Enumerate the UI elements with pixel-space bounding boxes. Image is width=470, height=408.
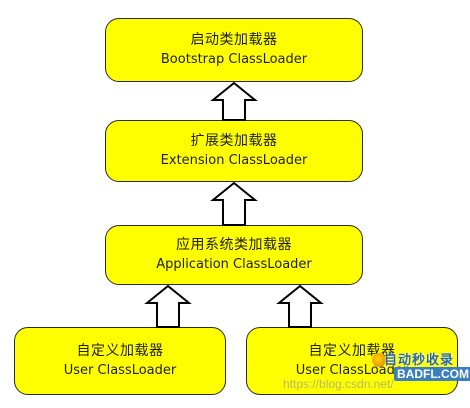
bootstrap-classloader-box: 启动类加载器 Bootstrap ClassLoader xyxy=(105,18,363,82)
application-classloader-zh-label: 应用系统类加载器 xyxy=(176,237,292,254)
user-classloader-left-box: 自定义加载器 User ClassLoader xyxy=(14,327,226,395)
arrow-user-left-to-application xyxy=(144,284,192,328)
extension-classloader-en-label: Extension ClassLoader xyxy=(160,152,308,168)
arrow-user-right-to-application xyxy=(276,284,324,328)
bootstrap-classloader-en-label: Bootstrap ClassLoader xyxy=(160,51,308,67)
user-classloader-left-zh-label: 自定义加载器 xyxy=(76,343,164,360)
arrow-application-to-extension xyxy=(210,181,258,226)
arrow-extension-to-bootstrap xyxy=(210,81,258,121)
bootstrap-classloader-zh-label: 启动类加载器 xyxy=(190,32,278,49)
application-classloader-box: 应用系统类加载器 Application ClassLoader xyxy=(105,225,363,285)
watermark-logo-en: BADFL.COM xyxy=(394,367,470,381)
user-classloader-left-en-label: User ClassLoader xyxy=(63,362,177,378)
logo-mark-icon xyxy=(372,353,386,367)
watermark-logo-zh: 自动秒收录 xyxy=(384,353,455,368)
extension-classloader-box: 扩展类加载器 Extension ClassLoader xyxy=(105,120,363,182)
application-classloader-en-label: Application ClassLoader xyxy=(156,256,312,272)
watermark-logo: 自动秒收录 BADFL.COM xyxy=(372,345,470,393)
user-classloader-right-box: 自定义加载器 User ClassLoader xyxy=(246,327,458,395)
extension-classloader-zh-label: 扩展类加载器 xyxy=(190,133,278,150)
